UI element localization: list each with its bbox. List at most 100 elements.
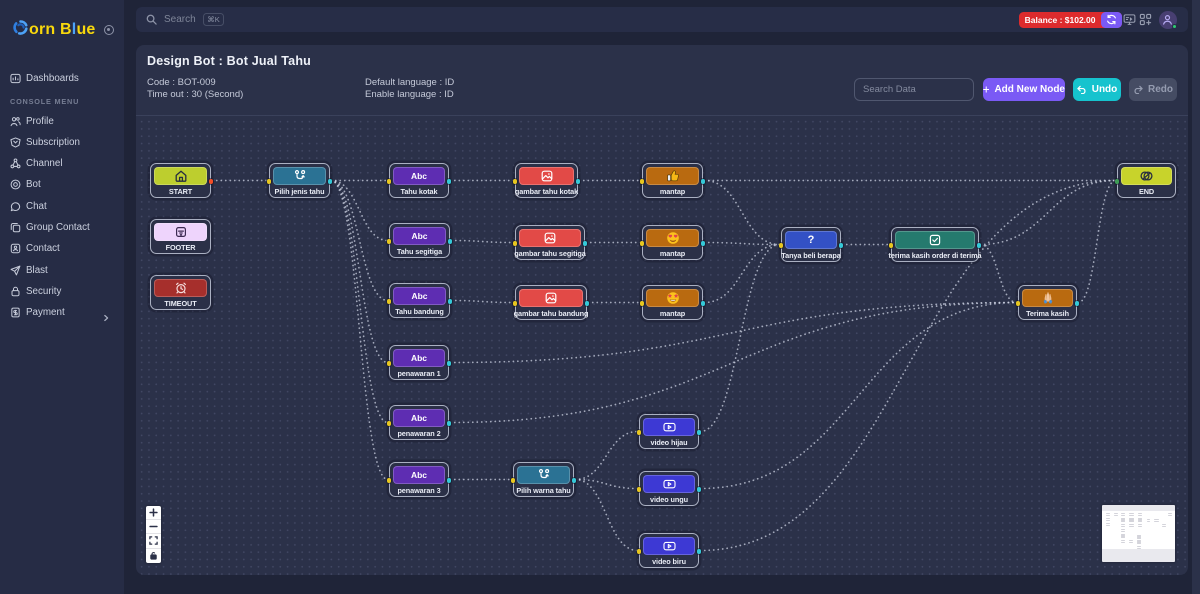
target-handle[interactable] (636, 487, 642, 492)
flow-node-timeout[interactable]: TIMEOUT (150, 275, 211, 310)
sidebar-item-channel[interactable]: Channel (0, 155, 124, 173)
minimap[interactable] (1102, 505, 1175, 562)
source-handle[interactable] (700, 241, 706, 246)
target-handle[interactable] (266, 179, 272, 184)
sidebar-item-security[interactable]: Security (0, 282, 124, 300)
balance-button[interactable]: Balance : $102.00 (1019, 11, 1122, 28)
zoom-in-button[interactable] (146, 506, 161, 521)
sidebar-item-blast[interactable]: Blast (0, 261, 124, 279)
target-handle[interactable] (512, 241, 518, 246)
flow-node-penawaran2[interactable]: Abc penawaran 2 (386, 405, 452, 440)
flow-node-end[interactable]: END (1114, 163, 1176, 198)
source-handle[interactable] (838, 243, 844, 248)
target-handle[interactable] (510, 478, 516, 483)
redo-button[interactable]: Redo (1129, 78, 1177, 101)
target-handle[interactable] (639, 179, 645, 184)
sidebar-item-chat[interactable]: Chat (0, 197, 124, 215)
target-handle[interactable] (386, 421, 392, 426)
flow-node-gambar-bandung[interactable]: gambar tahu bandung (512, 285, 590, 320)
thumbs-up-icon (666, 169, 680, 183)
minimap-node (1161, 523, 1166, 526)
flow-node-gambar-segitiga[interactable]: gambar tahu segitiga (512, 225, 588, 260)
apps-grid-icon[interactable] (1139, 13, 1152, 26)
target-handle[interactable] (639, 241, 645, 246)
flow-node-gambar-kotak[interactable]: gambar tahu kotak (512, 163, 581, 198)
source-handle[interactable] (700, 179, 706, 184)
source-handle[interactable] (446, 179, 452, 184)
target-handle[interactable] (386, 361, 392, 366)
sidebar-item-payment[interactable]: Payment (0, 304, 124, 322)
minimap-node (1106, 519, 1110, 522)
logo[interactable]: orn Blue (13, 20, 96, 40)
flow-node-terima-kasih[interactable]: Terima kasih (1015, 285, 1080, 320)
target-handle[interactable] (1015, 301, 1021, 306)
target-handle[interactable] (386, 299, 392, 304)
search-data-input[interactable] (854, 78, 974, 101)
source-handle[interactable] (976, 243, 982, 248)
target-handle[interactable] (636, 549, 642, 554)
node-label: START (168, 187, 193, 196)
source-handle[interactable] (700, 301, 706, 306)
flow-node-start[interactable]: START (150, 163, 214, 198)
target-handle[interactable] (1114, 179, 1120, 184)
source-handle[interactable] (446, 421, 452, 426)
flow-node-pilih-jenis[interactable]: Pilih jenis tahu (266, 163, 333, 198)
sidebar-item-group-contact[interactable]: Group Contact (0, 219, 124, 237)
add-new-node-button[interactable]: Add New Node (983, 78, 1065, 101)
source-handle[interactable] (696, 549, 702, 554)
fit-view-button[interactable] (146, 534, 161, 549)
sidebar-item-subscription[interactable]: Subscription (0, 133, 124, 151)
source-handle[interactable] (208, 179, 214, 184)
source-handle[interactable] (696, 430, 702, 435)
flow-node-tahu-segitiga[interactable]: Abc Tahu segitiga (386, 223, 453, 258)
source-handle[interactable] (575, 179, 581, 184)
sidebar-item-bot[interactable]: Bot (0, 176, 124, 194)
target-handle[interactable] (888, 243, 894, 248)
page-scrollbar[interactable] (1192, 0, 1200, 594)
flow-node-tahu-kotak[interactable]: Abc Tahu kotak (386, 163, 452, 198)
flow-node-video-ungu[interactable]: video ungu (636, 471, 702, 506)
sidebar-item-dashboards[interactable]: Dashboards (0, 69, 124, 87)
source-handle[interactable] (584, 301, 590, 306)
source-handle[interactable] (327, 179, 333, 184)
flow-node-mantap1[interactable]: mantap (639, 163, 706, 198)
source-handle[interactable] (1074, 301, 1080, 306)
flow-node-footer[interactable]: FOOTER (150, 219, 211, 254)
target-handle[interactable] (386, 179, 392, 184)
sidebar-collapse-icon[interactable] (104, 25, 114, 35)
source-handle[interactable] (696, 487, 702, 492)
source-handle[interactable] (582, 241, 588, 246)
flow-node-mantap3[interactable]: mantap (639, 285, 706, 320)
target-handle[interactable] (386, 239, 392, 244)
target-handle[interactable] (512, 301, 518, 306)
sidebar-item-label: Channel (26, 158, 63, 170)
global-search[interactable]: Search ⌘K (146, 7, 225, 32)
source-handle[interactable] (447, 299, 453, 304)
sidebar-item-contact[interactable]: Contact (0, 240, 124, 258)
flow-node-penawaran3[interactable]: Abc penawaran 3 (386, 462, 452, 497)
flow-node-mantap2[interactable]: mantap (639, 225, 706, 260)
source-handle[interactable] (446, 361, 452, 366)
flow-node-terima-order[interactable]: terima kasih order di terima (888, 227, 982, 262)
flow-node-tahu-bandung[interactable]: Abc Tahu bandung (386, 283, 453, 318)
flow-node-pilih-warna[interactable]: Pilih warna tahu (510, 462, 577, 497)
sidebar-item-profile[interactable]: Profile (0, 112, 124, 130)
target-handle[interactable] (386, 478, 392, 483)
target-handle[interactable] (778, 243, 784, 248)
flow-node-video-biru[interactable]: video biru (636, 533, 702, 568)
zoom-out-button[interactable] (146, 520, 161, 535)
source-handle[interactable] (571, 478, 577, 483)
target-handle[interactable] (639, 301, 645, 306)
flow-node-tanya[interactable]: ? Tanya beli berapa (778, 227, 844, 262)
source-handle[interactable] (446, 478, 452, 483)
user-avatar[interactable] (1158, 10, 1177, 29)
flow-node-penawaran1[interactable]: Abc penawaran 1 (386, 345, 452, 380)
undo-button[interactable]: Undo (1073, 78, 1121, 101)
source-handle[interactable] (447, 239, 453, 244)
lock-button[interactable] (146, 549, 161, 563)
monitor-icon[interactable] (1123, 13, 1136, 26)
flow-node-video-hijau[interactable]: video hijau (636, 414, 702, 449)
target-handle[interactable] (636, 430, 642, 435)
target-handle[interactable] (512, 179, 518, 184)
refresh-balance-button[interactable] (1101, 11, 1122, 28)
